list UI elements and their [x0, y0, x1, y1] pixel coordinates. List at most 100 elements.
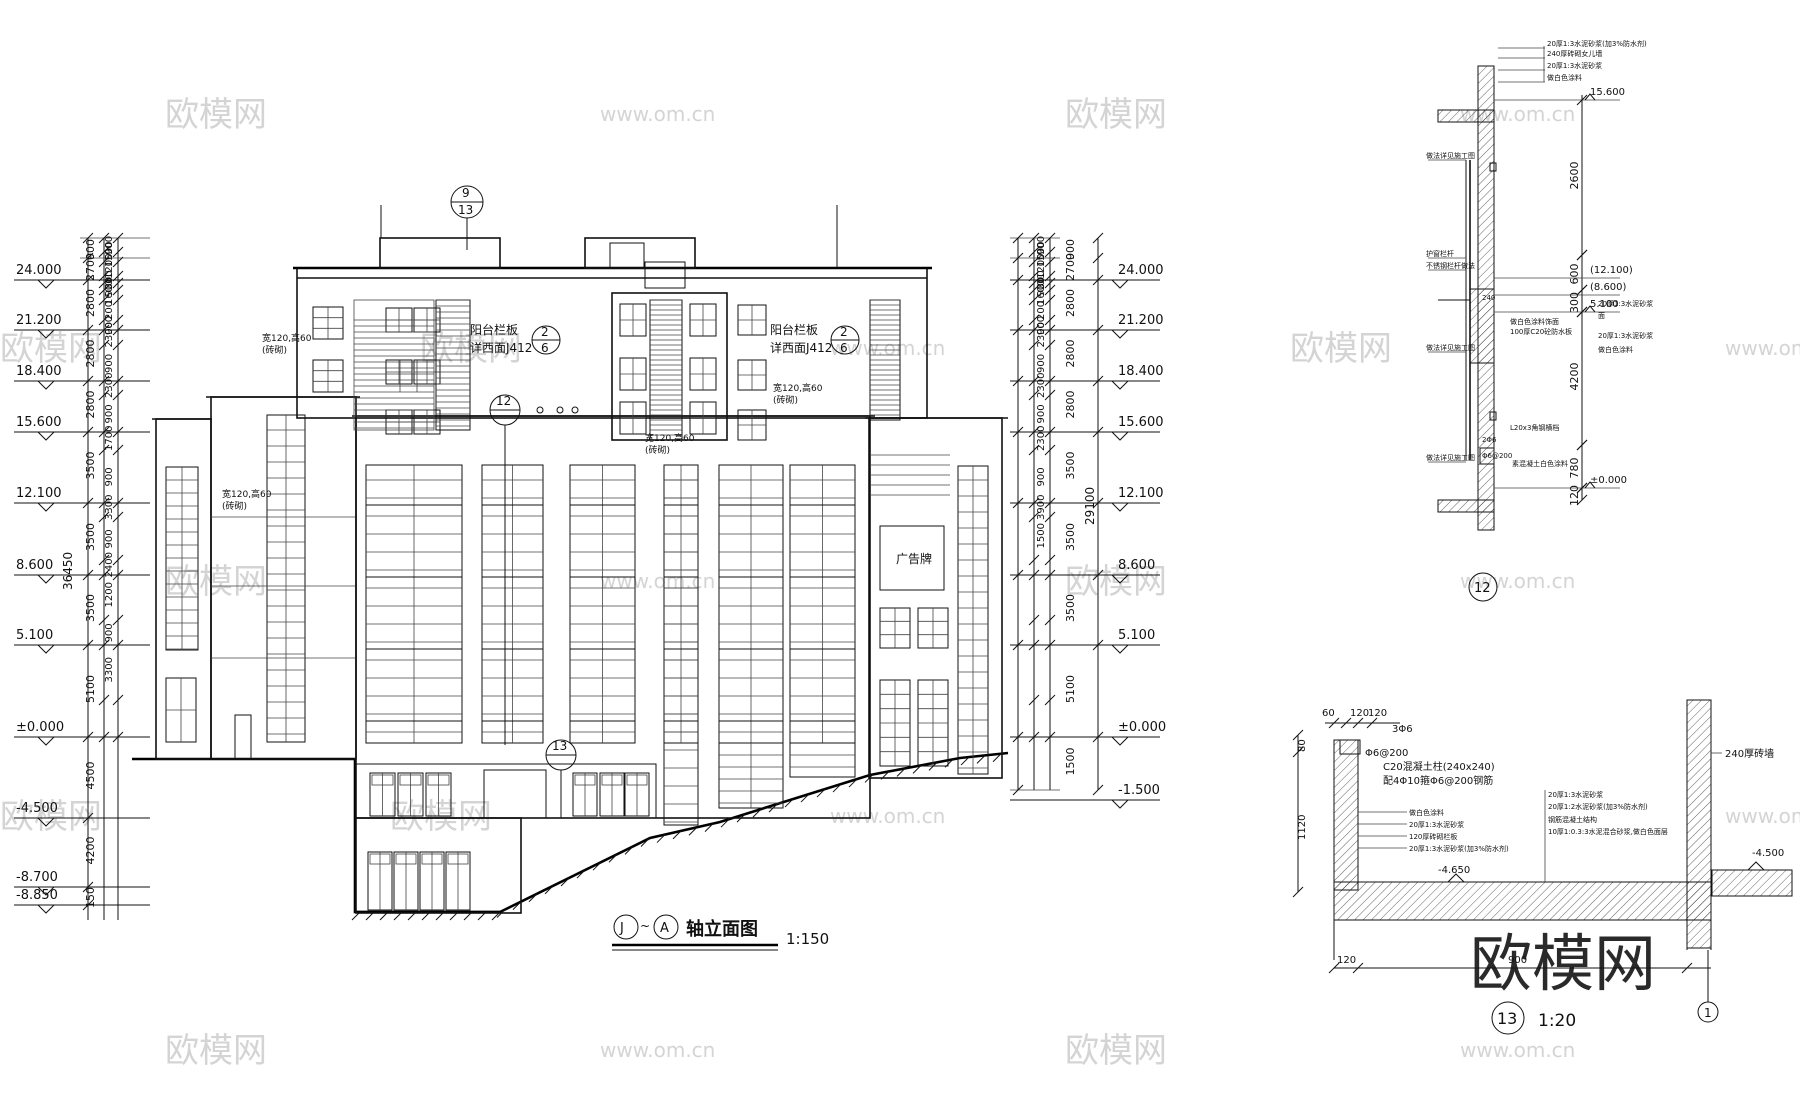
- dimension-left: 150: [84, 887, 97, 908]
- total-height-left: 36450: [61, 552, 75, 590]
- callout-12: 12: [496, 394, 511, 408]
- callout-9-bottom: 13: [458, 203, 473, 217]
- level-marker-icon: [1111, 736, 1129, 746]
- detail13-note-left: 20厚1:3水泥砂浆(加3%防水剂): [1409, 844, 1509, 853]
- balcony-label-right: 阳台栏板: [770, 322, 818, 337]
- level-marker-icon: [1111, 644, 1129, 654]
- dimension-right-inner: 1200: [1036, 254, 1047, 279]
- level-marker-icon: [1111, 380, 1129, 390]
- level-label-left: 12.100: [16, 486, 62, 501]
- level-label-right: 12.100: [1118, 486, 1164, 501]
- level-label-left: 21.200: [16, 313, 62, 328]
- level-marker-icon: [37, 431, 55, 441]
- dimension-right: 2800: [1064, 391, 1077, 419]
- detail12-note-mid: 做白色涂料饰面: [1510, 317, 1559, 326]
- level-marker-icon: [37, 380, 55, 390]
- elevation-drawing: 9002700280028002800350035003500510045004…: [14, 185, 1166, 951]
- detail12-note-right: 20厚1:3水泥砂浆: [1598, 331, 1653, 340]
- detail13-dim-900: 900: [1508, 955, 1527, 966]
- dimension-right-inner: 900: [1036, 236, 1047, 255]
- detail12-dimension: 2600: [1568, 162, 1581, 190]
- level-marker-icon: [37, 644, 55, 654]
- callout-2-6-right-bottom: 6: [840, 341, 848, 355]
- detail12-note-left: 做法详见施工图: [1426, 151, 1475, 160]
- dimension-left-inner: 3300: [104, 495, 115, 520]
- left-level-markers: 24.00021.20018.40015.60012.1008.6005.100…: [14, 263, 150, 914]
- detail13-level-right: -4.500: [1752, 848, 1784, 859]
- sill-note-4: 宽120,高60: [773, 382, 823, 394]
- dimension-right: 900: [1064, 239, 1077, 260]
- title-scale: 1:150: [786, 930, 829, 948]
- detail13-dim-top: 120: [1368, 708, 1387, 719]
- detail12-bar: 2Φ6: [1482, 436, 1497, 444]
- detail13-note-mid: 20厚1:3水泥砂浆: [1548, 790, 1603, 799]
- watermark-url: www.om.cn: [1460, 1038, 1575, 1062]
- level-label-right: 8.600: [1118, 558, 1155, 573]
- left-dimension-chain: 9002700280028002800350035003500510045004…: [80, 232, 150, 920]
- level-marker-icon: [37, 574, 55, 584]
- dimension-right-inner: 200: [1036, 301, 1047, 320]
- sill-note-2-sub: (砖砌): [222, 500, 247, 512]
- detail12-note-left: 做法详见施工图: [1426, 343, 1475, 352]
- dimension-right: 3500: [1064, 594, 1077, 622]
- level-label-left: 18.400: [16, 364, 62, 379]
- watermark-layer: 欧模网 www.om.cn 欧模网 www.om.cn 欧模网 欧模网 www.…: [0, 95, 1800, 1071]
- watermark-logo: 欧模网: [1290, 329, 1392, 369]
- dimension-left-inner: 1700: [104, 426, 115, 451]
- level-label-left: 15.600: [16, 415, 62, 430]
- dimension-left-inner: 1200: [104, 254, 115, 279]
- detail-12: 15.600(12.100)(8.600)5.100±0.000 2600600…: [1426, 39, 1653, 602]
- detail13-bar: Φ6@200: [1365, 748, 1408, 759]
- watermark-url: www.om.cn: [1725, 336, 1800, 360]
- watermark-url: www.om.cn: [1460, 569, 1575, 593]
- detail12-dimension: 4200: [1568, 363, 1581, 391]
- callout-2-6-right-top: 2: [840, 325, 848, 339]
- callouts: 9 13 12 13 2 6 2 6 阳台栏板 详西面J412 阳台栏板 详西面…: [222, 185, 860, 818]
- watermark-logo: 欧模网: [165, 562, 267, 602]
- detail13-note-left: 做白色涂料: [1409, 808, 1444, 817]
- watermark-logo: 欧模网: [1065, 562, 1167, 602]
- level-label-left: -8.850: [16, 888, 58, 903]
- detail12-note-left: 做法详见施工图: [1426, 453, 1475, 462]
- detail12-dimension: 780: [1568, 458, 1581, 479]
- watermark-logo: 欧模网: [165, 1031, 267, 1071]
- detail12-note-top: 做白色涂料: [1547, 73, 1582, 82]
- left-wing: [152, 396, 360, 760]
- watermark-logo: 欧模网: [1065, 95, 1167, 135]
- dimension-right: 3500: [1064, 523, 1077, 551]
- dimension-left-inner: 900: [104, 529, 115, 548]
- level-label-right: -1.500: [1118, 783, 1160, 798]
- level-label-left: ±0.000: [16, 720, 64, 735]
- callout-9-top: 9: [462, 186, 470, 200]
- dimension-right-inner: 2300: [1036, 373, 1047, 398]
- sill-note-2: 宽120,高60: [222, 488, 272, 500]
- dimension-left-inner: 900: [104, 316, 115, 335]
- level-marker-icon: [1584, 305, 1596, 313]
- level-marker-icon: [37, 279, 55, 289]
- dimension-right-inner: 2300: [1036, 426, 1047, 451]
- level-label-right: 5.100: [1118, 628, 1155, 643]
- detail12-dim-240: 240: [1482, 294, 1495, 302]
- sill-note-3-sub: (砖砌): [645, 444, 670, 456]
- dimension-right-inner: 900: [1036, 354, 1047, 373]
- dimension-right-inner: 900: [1036, 277, 1047, 296]
- watermark-url: www.om.cn: [600, 102, 715, 126]
- title-axis-tilde: ~: [640, 919, 650, 933]
- detail13-note-mid: 20厚1:2水泥砂浆(加3%防水剂): [1548, 802, 1648, 811]
- level-marker-icon: [1111, 329, 1129, 339]
- dimension-left-inner: 200: [104, 301, 115, 320]
- dimension-right: 2700: [1064, 253, 1077, 281]
- dimension-left-inner: 1200: [104, 582, 115, 607]
- dimension-left: 2800: [84, 340, 97, 368]
- dimension-right-inner: 1500: [1036, 242, 1047, 267]
- level-marker-icon: [1747, 861, 1765, 871]
- right-wing: 广告牌: [865, 417, 1008, 779]
- watermark-logo: 欧模网: [0, 797, 102, 837]
- sill-note-4-sub: (砖砌): [773, 394, 798, 406]
- dimension-left-inner: 3300: [104, 657, 115, 682]
- main-block: [352, 415, 875, 914]
- right-level-markers: 24.00021.20018.40015.60012.1008.6005.100…: [1010, 263, 1166, 809]
- balcony-label-left: 阳台栏板: [470, 322, 518, 337]
- detail12-level: 5.100: [1590, 299, 1619, 310]
